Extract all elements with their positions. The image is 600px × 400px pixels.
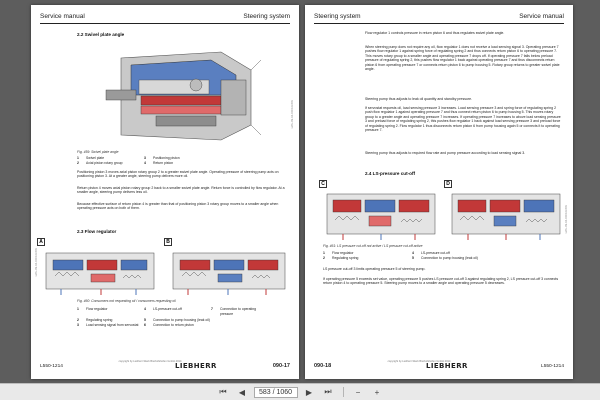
legend-number: 3 [144, 156, 146, 160]
paragraph-positioning-piston: Positioning piston 3 moves axial piston … [77, 170, 279, 179]
first-page-icon[interactable]: ⏮ [219, 387, 227, 396]
section-heading-swivel: 2.2 Swivel plate angle [77, 32, 125, 37]
legend-number: 5 [144, 317, 146, 322]
previous-page-icon[interactable]: ◀ [238, 387, 246, 397]
section-heading-ls-cutoff: 2.4 LS-pressure cut-off [365, 171, 416, 176]
legend-number: 7 [211, 307, 213, 311]
page-number: 090-17 [272, 363, 290, 369]
figure-461-legend: 1 Flow regulator 4 LS-pressure cut-off 2… [323, 251, 563, 262]
legend-text: Flow regulator [332, 251, 354, 255]
paragraph-servostat-requests: If servostat requests oil, load sensing … [365, 106, 561, 133]
page-header: Steering system Service manual [314, 12, 564, 24]
figure-460-caption: Fig. 460: Consumers not requesting oil /… [77, 299, 176, 303]
last-page-icon[interactable]: ⏭ [324, 387, 332, 396]
figure-tag-b: B [164, 238, 172, 246]
viewer-toolbar: ⏮ ◀ 583 / 1060 ▶ ⏭ − + [0, 383, 600, 400]
figure-460-legend: 1 Flow regulator 4 LS-pressure cut-off 7… [77, 307, 289, 329]
figure-tag-d: D [444, 180, 452, 188]
legend-text: Connection to operating pressure [220, 307, 257, 317]
page-footer: L550-1214 copyright by Liebherr-Werk Bis… [40, 353, 290, 370]
liebherr-logo: LIEBHERR [175, 362, 217, 370]
legend-number: 4 [412, 251, 414, 255]
legend-number: 2 [77, 161, 79, 166]
next-page-icon[interactable]: ▶ [305, 387, 313, 397]
figure-reference-note-left: LWL-09-04-0000-GSW [34, 248, 38, 277]
ls-cutoff-schematic-c [326, 193, 436, 240]
legend-number: 1 [77, 156, 79, 160]
footer-copyright: copyright by Liebherr-Werk Bischofshofen… [118, 359, 182, 363]
legend-number: 2 [323, 256, 325, 261]
figure-459-legend: 1 Swivel plate 3 Positioning piston 2 Ax… [77, 156, 227, 167]
paragraph-ls-cutoff-exceeds: If operating pressure 5 exceeds set valu… [323, 277, 559, 286]
legend-number: 4 [144, 307, 146, 311]
liebherr-logo: LIEBHERR [426, 362, 468, 370]
ls-cutoff-schematic-d [451, 193, 561, 240]
flow-regulator-schematic-a [45, 252, 155, 295]
legend-text: Axial piston rotary group [86, 161, 123, 166]
legend-text: Return piston [153, 161, 174, 166]
legend-number: 4 [144, 161, 146, 166]
page-090-18: Steering system Service manual Flow regu… [305, 5, 573, 379]
legend-text: Regulating spring [332, 256, 359, 261]
paragraph-leak-oil: Steering pump thus adjusts to leak oil q… [365, 97, 473, 101]
figure-reference-note: LWL-09-04-0000-GSW [564, 205, 568, 234]
legend-text: Swivel plate [86, 156, 105, 160]
legend-number: 3 [77, 323, 79, 328]
paragraph-ls-cutoff-limits: LS pressure cut-off 3 limits operating p… [323, 267, 426, 271]
legend-text: LS-pressure cut-off [153, 307, 182, 311]
section-heading-flow-regulator: 2.3 Flow regulator [77, 229, 117, 234]
footer-document-code: L550-1214 [40, 364, 63, 369]
header-right: Service manual [519, 13, 564, 20]
legend-number: 6 [144, 323, 146, 328]
paragraph-no-oil-required: When steering pump does not require any … [365, 45, 560, 72]
header-left: Service manual [40, 13, 85, 20]
legend-number: 2 [77, 317, 79, 322]
toolbar-divider [342, 387, 344, 397]
swivel-plate-figure [101, 40, 266, 148]
figure-tag-c: C [319, 180, 327, 188]
legend-number: 5 [412, 256, 414, 261]
legend-text: Positioning piston [153, 156, 180, 160]
paragraph-effective-surface: Because effective surface of return pist… [77, 202, 279, 211]
footer-copyright: copyright by Liebherr-Werk Bischofshofen… [387, 359, 451, 363]
footer-document-code: L550-1214 [541, 364, 564, 369]
zoom-in-icon[interactable]: + [374, 387, 380, 397]
figure-459-caption: Fig. 459: Swivel plate angle [77, 150, 119, 154]
header-right: Steering system [243, 13, 290, 20]
page-number-field[interactable]: 583 / 1060 [253, 386, 298, 398]
legend-text: Regulating spring [86, 317, 113, 322]
figure-reference-note: LWL-09-04-0000-GSW [290, 100, 294, 129]
figure-461-caption: Fig. 461: LS pressure cut-off not active… [323, 244, 423, 248]
legend-number: 1 [77, 307, 79, 311]
legend-text: Connection to return piston [153, 323, 194, 328]
page-number: 090-18 [314, 363, 332, 369]
flow-regulator-schematic-b [172, 252, 286, 295]
page-header: Service manual Steering system [40, 12, 290, 24]
page-footer: 090-18 copyright by Liebherr-Werk Bischo… [314, 353, 564, 370]
page-090-17: Service manual Steering system 2.2 Swive… [31, 5, 299, 379]
zoom-out-icon[interactable]: − [355, 387, 361, 397]
legend-text: Connection to pump housing (leak oil) [153, 317, 210, 322]
legend-text: Connection to pump housing (leak oil) [421, 256, 478, 261]
legend-number: 1 [323, 251, 325, 255]
legend-text: Load sensing signal from servostat [86, 323, 139, 328]
header-left: Steering system [314, 13, 361, 20]
legend-text: LS-pressure cut-off [421, 251, 450, 255]
paragraph-return-piston: Return piston 4 moves axial piston rotar… [77, 186, 285, 195]
paragraph-required-flow: Steering pump thus adjusts to required f… [365, 151, 526, 155]
figure-tag-a: A [37, 238, 45, 246]
legend-text: Flow regulator [86, 307, 108, 311]
paragraph-flow-regulator-controls: Flow regulator 1 controls pressure in re… [365, 31, 505, 35]
